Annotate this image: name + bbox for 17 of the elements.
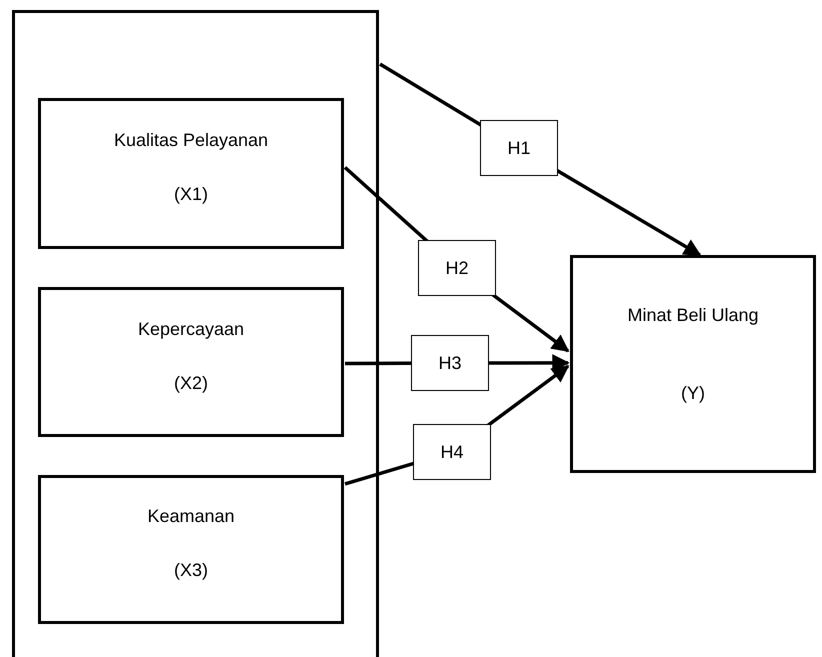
variable-name: Minat Beli Ulang: [626, 304, 760, 326]
hypothesis-label: H2: [418, 240, 496, 296]
variable-code: (X3): [172, 560, 209, 581]
variable-box: [38, 287, 344, 437]
hypothesis-label: H3: [411, 335, 489, 391]
variable-code: (X1): [172, 184, 209, 206]
variable-name: Keamanan: [146, 506, 236, 528]
variable-code: (X2): [172, 372, 209, 394]
variable-box: [38, 475, 344, 624]
hypothesis-label: H1: [480, 120, 558, 176]
variable-box: [570, 255, 816, 473]
group-box: [12, 10, 379, 657]
hypothesis-label: H4: [413, 424, 491, 480]
variable-name: Kepercayaan: [136, 318, 246, 340]
variable-code: (Y): [680, 383, 706, 404]
variable-box: [38, 98, 344, 249]
variable-name: Kualitas Pelayanan: [112, 130, 270, 151]
